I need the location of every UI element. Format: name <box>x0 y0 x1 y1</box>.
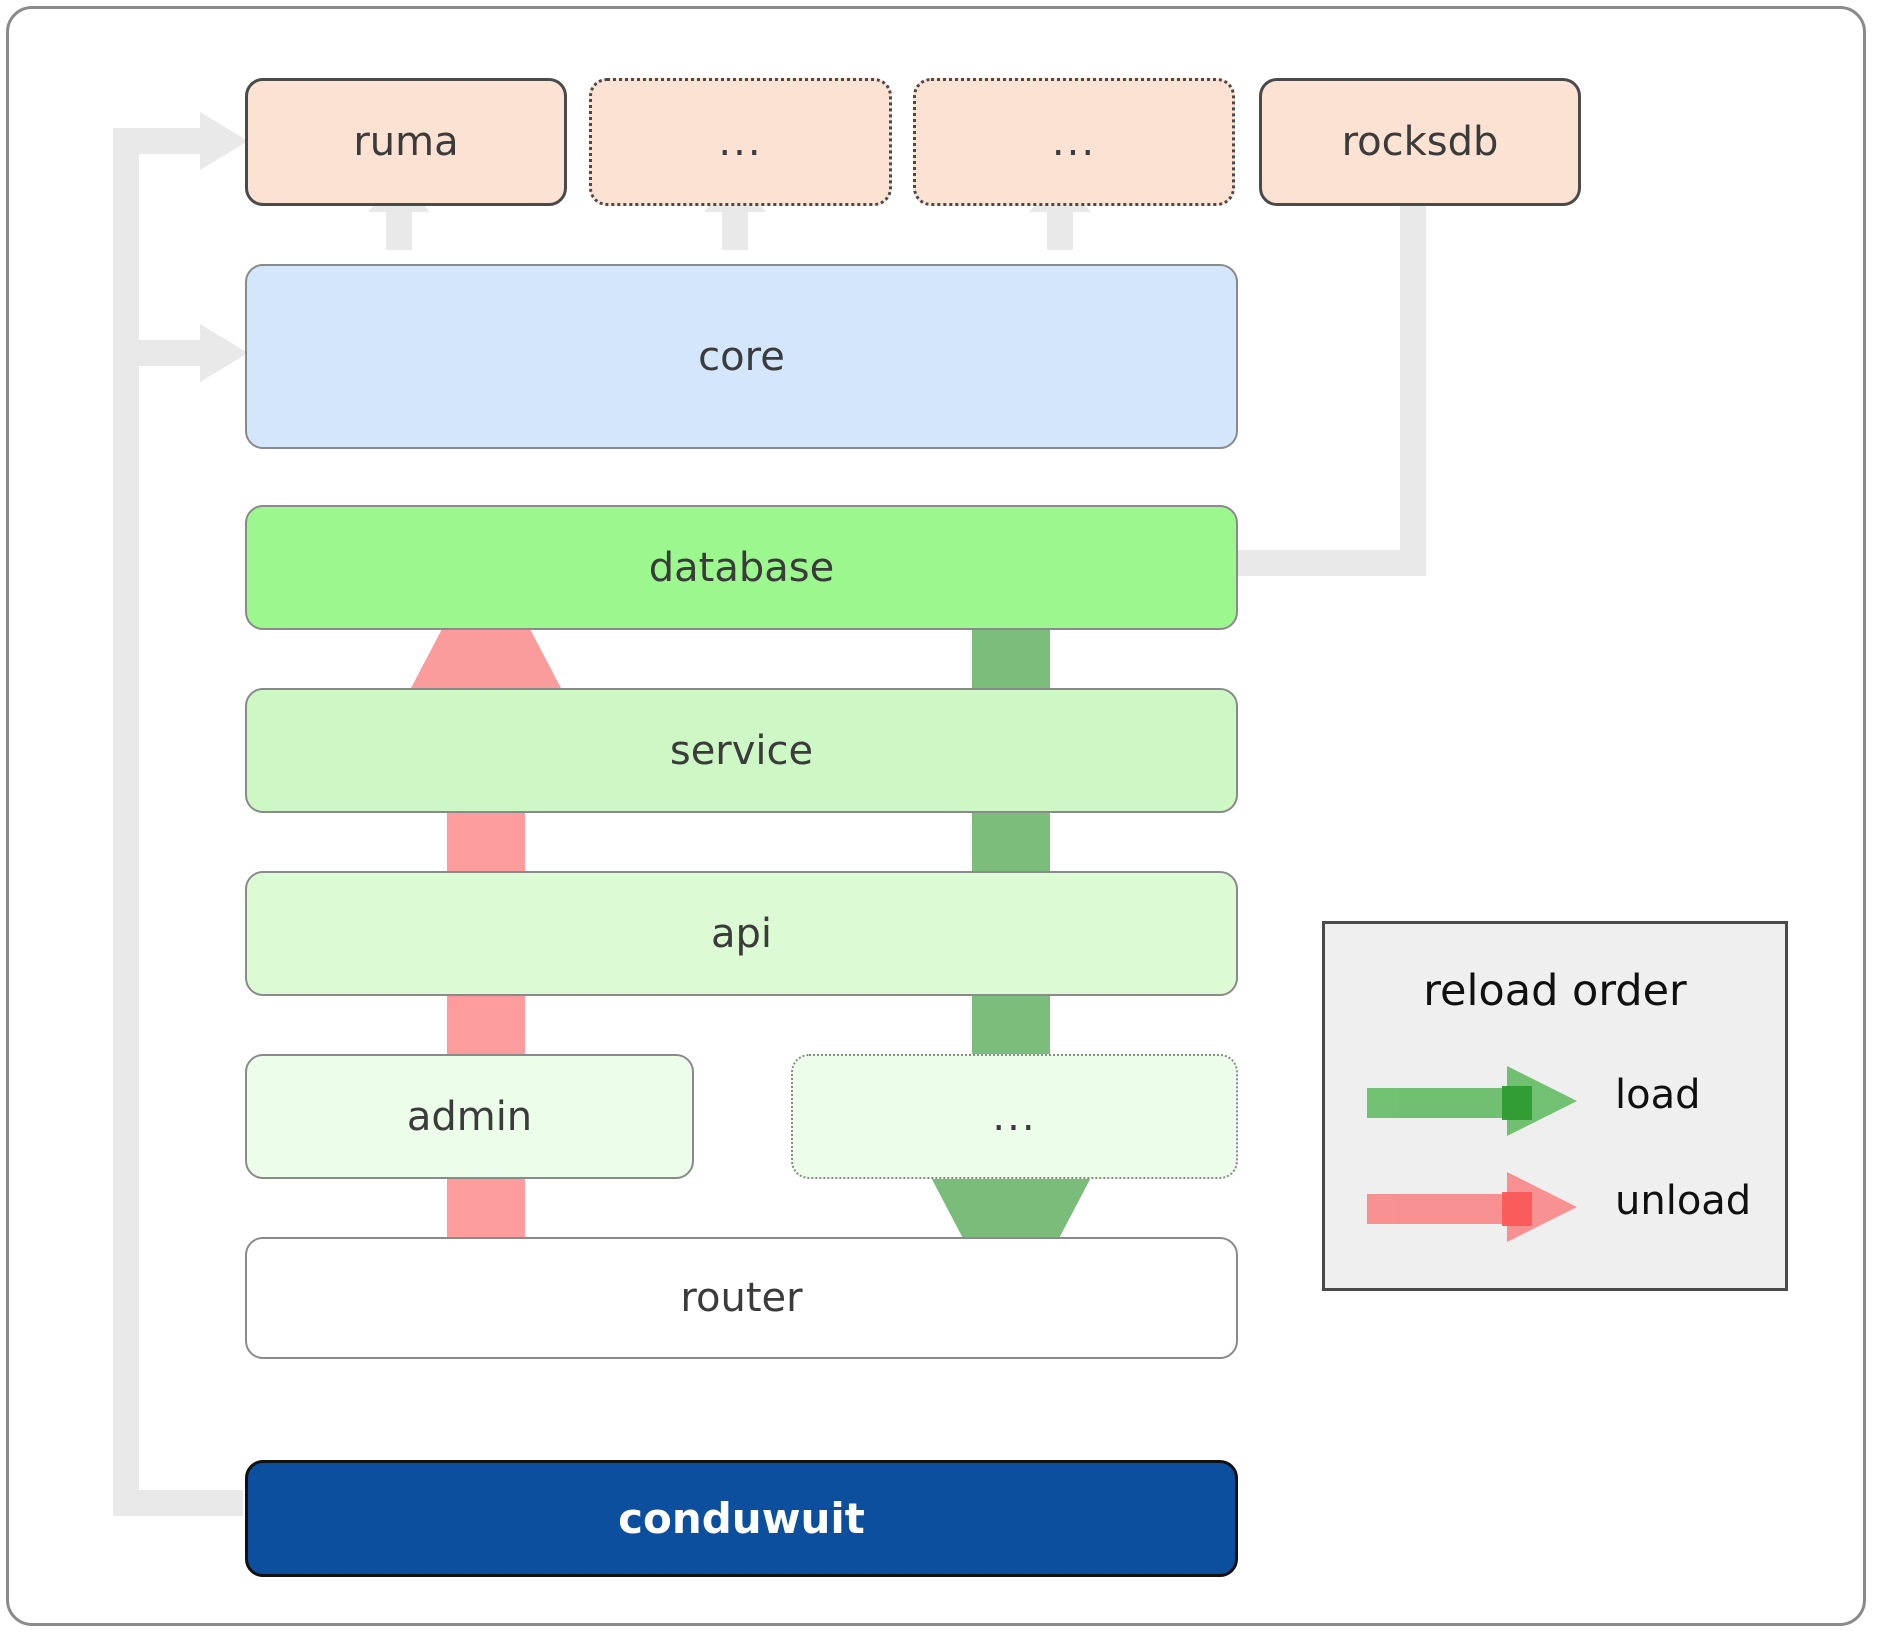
connector-branch-to-ruma <box>113 128 203 154</box>
connector-database-to-rocksdb-vert <box>1400 200 1426 576</box>
node-service-label: service <box>669 727 814 774</box>
node-admin[interactable]: admin <box>245 1054 694 1179</box>
node-conduwuit[interactable]: conduwuit <box>245 1460 1238 1577</box>
node-ruma-label: ruma <box>353 119 459 165</box>
node-conduwuit-label: conduwuit <box>618 1494 865 1543</box>
node-core-label: core <box>698 333 785 380</box>
node-ellipsis-top-1[interactable]: ... <box>589 78 892 206</box>
node-core[interactable]: core <box>245 264 1238 449</box>
node-api[interactable]: api <box>245 871 1238 996</box>
node-ellipsis-top-2-label: ... <box>1051 119 1097 165</box>
node-router-label: router <box>680 1275 803 1321</box>
node-rocksdb[interactable]: rocksdb <box>1259 78 1581 206</box>
legend-panel: reload order load <box>1322 921 1788 1291</box>
connector-branch-to-core <box>113 340 203 366</box>
legend-load-arrow-icon <box>1367 1066 1577 1136</box>
node-router[interactable]: router <box>245 1237 1238 1359</box>
legend-unload-label: unload <box>1615 1178 1752 1224</box>
node-api-label: api <box>710 910 772 957</box>
connector-database-to-rocksdb-horiz <box>1230 550 1413 576</box>
legend-item-unload: unload <box>1325 1172 1791 1242</box>
node-ellipsis-admin-row[interactable]: ... <box>791 1054 1238 1179</box>
node-database[interactable]: database <box>245 505 1238 630</box>
node-database-label: database <box>648 544 835 591</box>
connector-left-to-conduwuit <box>113 1490 243 1516</box>
node-ellipsis-top-1-label: ... <box>718 119 763 165</box>
legend-load-label: load <box>1615 1072 1701 1118</box>
node-admin-label: admin <box>406 1093 533 1140</box>
node-service[interactable]: service <box>245 688 1238 813</box>
legend-title: reload order <box>1423 966 1687 1016</box>
node-ruma[interactable]: ruma <box>245 78 567 206</box>
node-ellipsis-admin-row-label: ... <box>992 1093 1037 1140</box>
diagram-frame <box>6 6 1866 1626</box>
legend-unload-arrow-icon <box>1367 1172 1577 1242</box>
node-rocksdb-label: rocksdb <box>1341 119 1499 165</box>
legend-item-load: load <box>1325 1066 1791 1136</box>
node-ellipsis-top-2[interactable]: ... <box>913 78 1235 206</box>
connector-left-spine <box>113 128 139 1516</box>
